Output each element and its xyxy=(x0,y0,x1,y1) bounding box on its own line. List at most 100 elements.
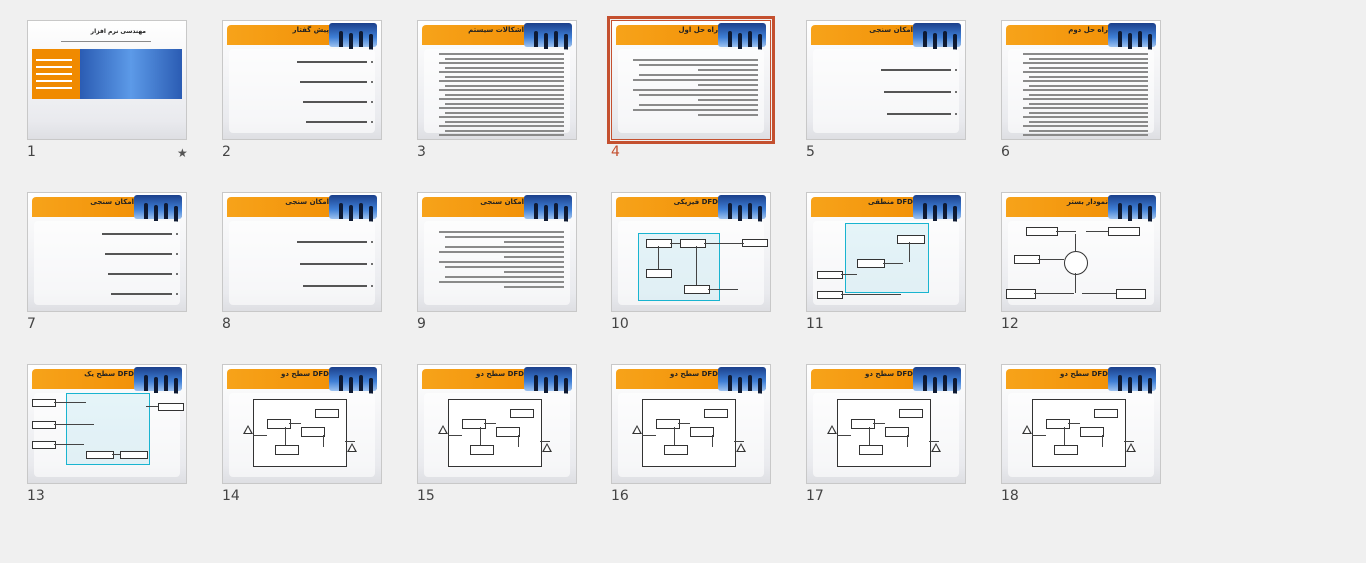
diagram-box xyxy=(462,419,486,429)
diagram-box xyxy=(656,419,680,429)
text-line xyxy=(439,62,564,64)
slide-preview[interactable]: DFD سطح دو xyxy=(611,364,771,484)
slide-thumbnail-16[interactable]: DFD سطح دو 16 xyxy=(611,364,773,504)
text-line xyxy=(504,286,564,288)
diagram-connector xyxy=(518,435,519,447)
slide-preview[interactable]: DFD سطح دو xyxy=(222,364,382,484)
diagram-connector xyxy=(658,246,659,269)
header-photo xyxy=(913,367,961,391)
diagram-box xyxy=(1014,255,1040,264)
slide-title: راه حل دوم xyxy=(1068,26,1108,34)
slide-preview[interactable]: DFD سطح دو xyxy=(1001,364,1161,484)
process-circle xyxy=(1064,251,1088,275)
slide-thumbnail-1[interactable]: مهندسی نرم افزار 1 ★ xyxy=(27,20,189,160)
slide-canvas: راه حل دوم xyxy=(1002,21,1160,139)
bullet xyxy=(176,273,178,275)
slide-thumbnail-10[interactable]: DFD فیزیکی 10 xyxy=(611,192,773,332)
text-line xyxy=(504,256,564,258)
diagram-box xyxy=(646,269,672,278)
header-photo xyxy=(524,195,572,219)
slide-title: پیش گفتار xyxy=(292,26,329,34)
diagram-connector xyxy=(734,441,744,442)
slide-number: 10 xyxy=(611,316,629,332)
diagram-connector xyxy=(112,454,120,455)
text-line xyxy=(1023,62,1148,64)
diagram-connector xyxy=(642,435,656,436)
slide-canvas: DFD سطح دو xyxy=(612,365,770,483)
slide-preview[interactable]: امکان سنجی xyxy=(417,192,577,312)
slide-preview[interactable]: امکان سنجی xyxy=(222,192,382,312)
text-line xyxy=(445,129,564,132)
bullet-text xyxy=(300,81,367,83)
slide-number: 3 xyxy=(417,144,426,160)
star-icon[interactable]: ★ xyxy=(177,146,188,160)
author-line xyxy=(36,87,72,89)
slide-title: DFD سطح دو xyxy=(476,370,524,378)
diagram-connector xyxy=(54,402,86,403)
slide-preview[interactable]: DFD فیزیکی xyxy=(611,192,771,312)
text-line xyxy=(439,281,564,283)
diagram-box xyxy=(32,441,56,449)
slide-thumbnail-8[interactable]: امکان سنجی 8 xyxy=(222,192,384,332)
bullet xyxy=(176,233,178,235)
slide-preview[interactable]: امکان سنجی xyxy=(27,192,187,312)
diagram-connector xyxy=(1034,293,1074,294)
text-line xyxy=(504,271,564,273)
slide-preview[interactable]: DFD سطح دو xyxy=(806,364,966,484)
slide-canvas: نمودار بستر xyxy=(1002,193,1160,311)
bullet xyxy=(371,81,373,83)
slide-number: 8 xyxy=(222,316,231,332)
text-line xyxy=(639,74,758,76)
bullet-text xyxy=(102,233,172,235)
slide-number: 16 xyxy=(611,488,629,504)
slide-preview[interactable]: امکان سنجی xyxy=(806,20,966,140)
slide-preview[interactable]: مهندسی نرم افزار xyxy=(27,20,187,140)
bullet xyxy=(176,253,178,255)
bullet-text xyxy=(303,285,367,287)
diagram-connector xyxy=(1075,273,1076,293)
slide-preview[interactable]: پیش گفتار xyxy=(222,20,382,140)
bullet xyxy=(955,69,957,71)
diagram-box xyxy=(690,427,714,437)
diagram-box xyxy=(897,235,925,244)
slide-number: 7 xyxy=(27,316,36,332)
slide-canvas: راه حل اول xyxy=(612,21,770,139)
diagram-box xyxy=(496,427,520,437)
diagram-connector xyxy=(448,435,462,436)
text-line xyxy=(1023,53,1148,55)
slide-preview[interactable]: DFD سطح دو xyxy=(417,364,577,484)
diagram-connector xyxy=(837,435,851,436)
text-line xyxy=(445,93,564,96)
diagram-box xyxy=(275,445,299,455)
text-line xyxy=(1029,66,1148,69)
slide-thumbnail-7[interactable]: امکان سنجی 7 xyxy=(27,192,189,332)
header-photo xyxy=(1108,195,1156,219)
diagram-connector xyxy=(54,424,94,425)
bullet-text xyxy=(884,91,951,93)
slide-number: 1 xyxy=(27,144,36,160)
slide-preview[interactable]: راه حل دوم xyxy=(1001,20,1161,140)
slide-preview[interactable]: DFD منطقی xyxy=(806,192,966,312)
slide-preview[interactable]: DFD سطح یک xyxy=(27,364,187,484)
content-panel xyxy=(424,221,570,305)
slide-preview[interactable]: نمودار بستر xyxy=(1001,192,1161,312)
text-line xyxy=(504,241,564,243)
slide-preview[interactable]: اشکالات سیستم xyxy=(417,20,577,140)
slide-preview[interactable]: راه حل اول xyxy=(607,16,775,144)
diagram-box xyxy=(1054,445,1078,455)
diagram-connector xyxy=(674,427,675,445)
slide-thumbnail-3[interactable]: اشکالات سیستم 3 xyxy=(417,20,579,160)
diagram-box xyxy=(1094,409,1118,418)
